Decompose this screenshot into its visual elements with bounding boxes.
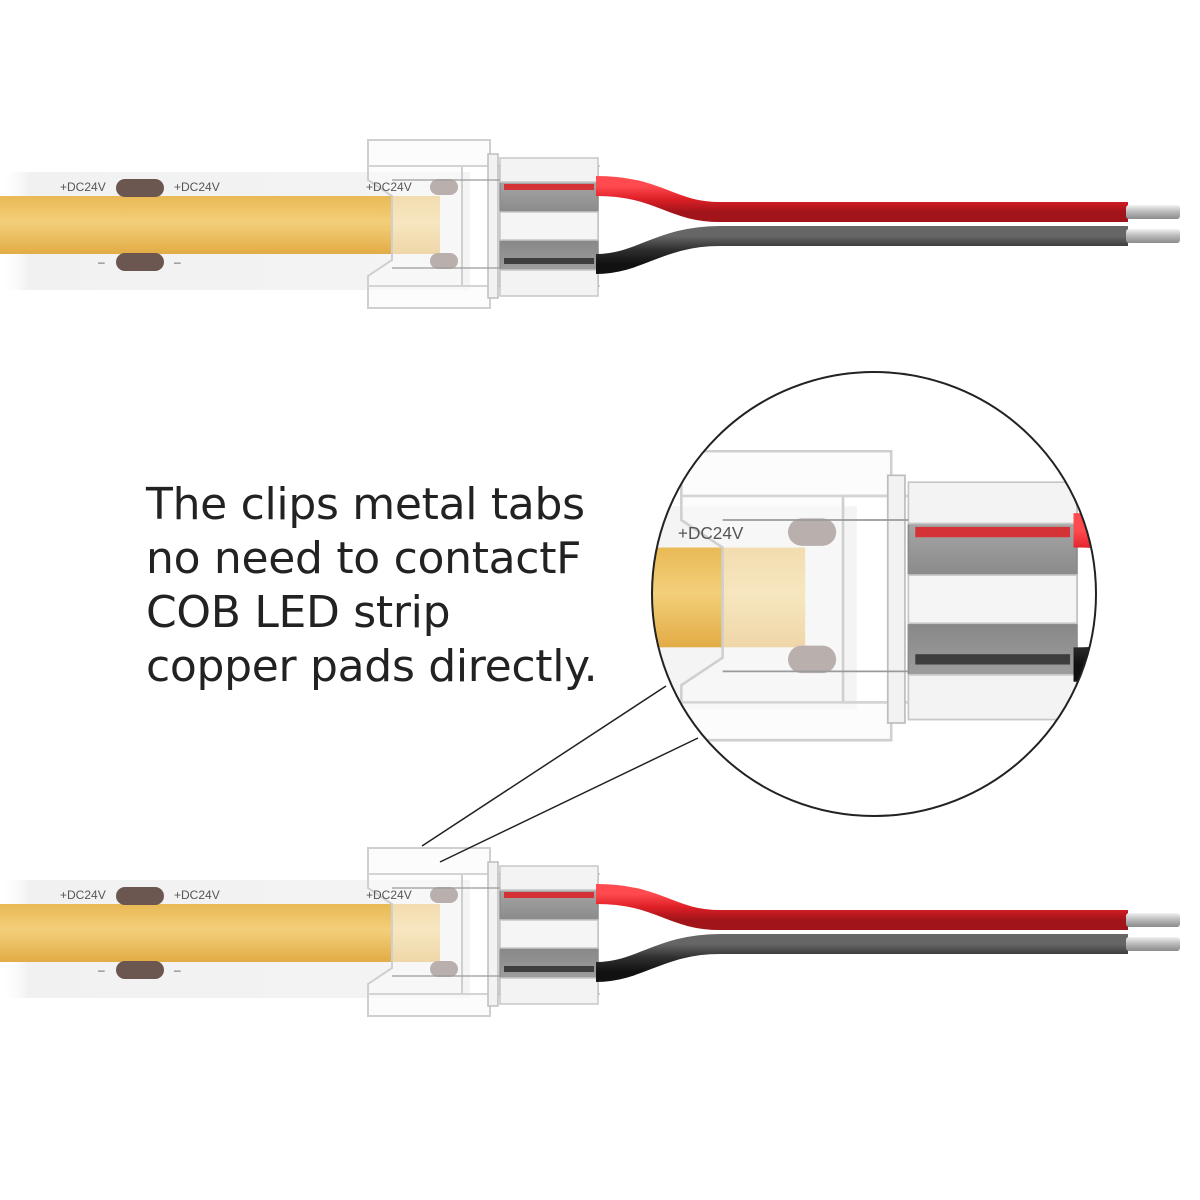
top-connector-graphic bbox=[0, 140, 1180, 308]
top-strip-plus-label-2: +DC24V bbox=[174, 180, 220, 194]
caption-line-3: COB LED strip bbox=[146, 587, 451, 638]
magnifier-circle: +DC24V bbox=[651, 371, 1097, 817]
bottom-strip-minus-label-2: – bbox=[174, 963, 181, 977]
caption-line-1: The clips metal tabs bbox=[146, 479, 585, 530]
bottom-strip-plus-label-1: +DC24V bbox=[60, 888, 106, 902]
top-strip-plus-label-3: +DC24V bbox=[366, 180, 412, 194]
caption-line-2: no need to contactF bbox=[146, 533, 582, 584]
bottom-strip-plus-label-3: +DC24V bbox=[366, 888, 412, 902]
caption-text-block: The clips metal tabs no need to contactF… bbox=[146, 478, 666, 694]
top-strip-plus-label-1: +DC24V bbox=[60, 180, 106, 194]
top-strip-minus-label-2: – bbox=[174, 255, 181, 269]
top-connector-assembly: +DC24V +DC24V +DC24V – – bbox=[0, 140, 1180, 308]
magnifier-line-lower bbox=[439, 737, 699, 863]
bottom-connector-assembly: +DC24V +DC24V +DC24V – – bbox=[0, 848, 1180, 1016]
top-strip-minus-label-1: – bbox=[98, 255, 105, 269]
bottom-strip-minus-label-1: – bbox=[98, 963, 105, 977]
caption-line-4: copper pads directly. bbox=[146, 641, 598, 692]
magnified-plus-label: +DC24V bbox=[678, 523, 744, 543]
bottom-strip-plus-label-2: +DC24V bbox=[174, 888, 220, 902]
bottom-connector-graphic bbox=[0, 848, 1180, 1016]
magnifier-line-upper bbox=[421, 685, 667, 847]
